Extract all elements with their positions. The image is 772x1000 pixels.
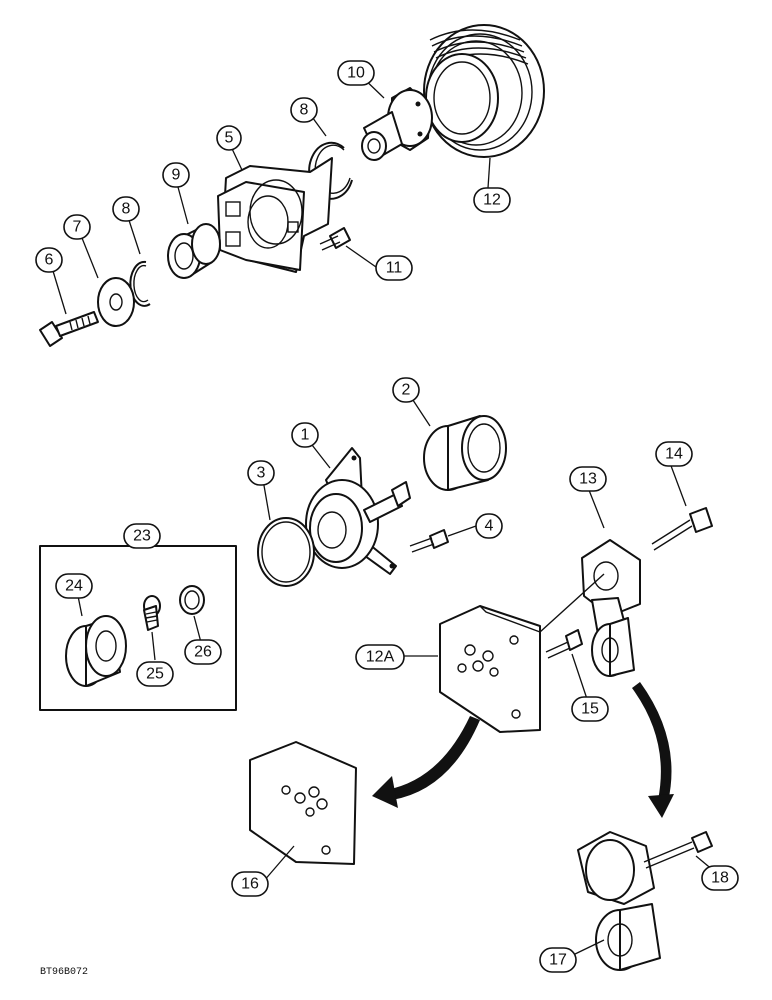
washer-part-26 [179, 585, 205, 615]
callout-bubble-2: 2 [392, 377, 420, 403]
callout-bubble-7: 7 [63, 214, 91, 240]
transition-arrow-12a-to-13 [372, 716, 480, 808]
callout-bubble-9: 9 [162, 162, 190, 188]
sleeve-part-2 [423, 415, 507, 491]
callout-label: 8 [300, 102, 309, 119]
callout-label: 13 [579, 471, 597, 488]
callout-label: 25 [146, 666, 164, 683]
callout-bubble-8-lower: 8 [112, 196, 140, 222]
callout-bubble-12a: 12A [355, 644, 405, 670]
callout-bubble-13: 16 [231, 871, 269, 897]
shoulder-bolt-part-25 [143, 595, 161, 631]
callout-label: 6 [45, 252, 54, 269]
idler-pulley-part-24 [65, 615, 127, 687]
callout-bubble-4: 4 [475, 513, 503, 539]
callout-bubble-1: 1 [291, 422, 319, 448]
callout-label: 8 [122, 201, 131, 218]
callout-bubble-25: 25 [136, 661, 174, 687]
tensioner-part-15 [539, 539, 641, 677]
callout-label: 11 [386, 260, 403, 277]
bolt-part-6 [39, 311, 99, 347]
callout-label: 1 [301, 427, 310, 444]
callout-label: 18 [711, 870, 729, 887]
callout-label: 17 [549, 952, 567, 969]
callout-label: 12A [366, 649, 395, 666]
callout-bubble-23: 23 [123, 523, 161, 549]
callout-label: 10 [347, 65, 365, 82]
callout-label: 4 [485, 518, 494, 535]
callout-label: 9 [172, 167, 181, 184]
callout-bubble-14: 15 [571, 696, 609, 722]
callout-bubble-12: 12 [473, 187, 511, 213]
pump-part-1 [305, 447, 411, 575]
tensioner-part-17 [577, 831, 661, 971]
pulley-part-12 [423, 24, 545, 158]
hub-part-10 [361, 87, 433, 161]
callout-bubble-18: 18 [701, 865, 739, 891]
housing-part-5 [217, 157, 333, 273]
callout-bubble-8-upper: 8 [290, 97, 318, 123]
callout-bubble-11: 11 [375, 255, 413, 281]
washer-part-7 [97, 277, 135, 327]
bolt-part-11 [319, 227, 351, 251]
callout-bubble-6: 6 [35, 247, 63, 273]
callout-bubble-10: 10 [337, 60, 375, 86]
callout-bubble-17: 17 [539, 947, 577, 973]
callout-bubble-3: 3 [247, 460, 275, 486]
callout-label: 2 [402, 382, 411, 399]
callout-bubble-5: 5 [216, 125, 242, 151]
callout-label: 7 [73, 219, 82, 236]
bolt-part-14 [545, 629, 583, 659]
bolt-part-18 [643, 831, 713, 869]
bolt-part-16 [651, 507, 713, 551]
bearing-part-9 [167, 223, 221, 279]
callout-bubble-15: 13 [569, 466, 607, 492]
drawing-code: BT96B072 [40, 967, 88, 978]
transition-arrow-15-to-17 [632, 682, 674, 818]
callout-label: 5 [225, 130, 234, 147]
kit-box-part-23 [39, 545, 237, 711]
callout-label: 15 [581, 701, 599, 718]
plate-part-13 [249, 741, 357, 865]
callout-label: 16 [241, 876, 259, 893]
o-ring-part-3 [257, 517, 315, 587]
plate-part-12a [439, 605, 541, 733]
callout-label: 3 [257, 465, 266, 482]
callout-label: 12 [483, 192, 501, 209]
callout-label: 14 [665, 446, 683, 463]
callout-bubble-26: 26 [184, 639, 222, 665]
callout-bubble-16: 14 [655, 441, 693, 467]
callout-label: 26 [194, 644, 212, 661]
callout-bubble-24: 24 [55, 573, 93, 599]
callout-label: 24 [65, 578, 83, 595]
bolt-part-4 [409, 529, 449, 553]
callout-label: 23 [133, 528, 151, 545]
